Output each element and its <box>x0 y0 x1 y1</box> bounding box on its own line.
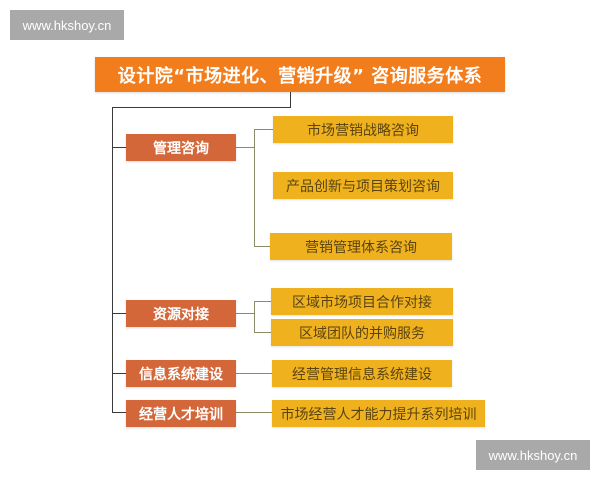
connector-title-down <box>290 92 291 108</box>
branch-cat-0-stub <box>236 147 254 148</box>
branch-cat-2 <box>236 373 272 374</box>
item-management-info-system: 经营管理信息系统建设 <box>272 360 452 387</box>
connector-to-cat-2 <box>112 373 126 374</box>
connector-to-cat-3 <box>112 412 126 413</box>
category-talent-training: 经营人才培训 <box>126 400 236 427</box>
connector-title-horizontal <box>112 107 291 108</box>
category-resource-matching: 资源对接 <box>126 300 236 327</box>
item-product-innovation-consulting: 产品创新与项目策划咨询 <box>273 172 453 199</box>
watermark-top: www.hkshoy.cn <box>10 10 124 40</box>
branch-cat-0-item-0 <box>254 129 273 130</box>
item-marketing-management-consulting: 营销管理体系咨询 <box>270 233 452 260</box>
connector-trunk-vertical <box>112 107 113 413</box>
watermark-bottom: www.hkshoy.cn <box>476 440 590 470</box>
branch-cat-0-item-2 <box>254 246 270 247</box>
connector-to-cat-1 <box>112 313 126 314</box>
branch-cat-1-item-1 <box>254 332 271 333</box>
branch-cat-1-item-0 <box>254 301 271 302</box>
branch-cat-0-vertical <box>254 129 255 247</box>
item-regional-project-cooperation: 区域市场项目合作对接 <box>271 288 453 315</box>
diagram-title: 设计院“市场进化、营销升级” 咨询服务体系 <box>95 57 505 92</box>
branch-cat-1-vertical <box>254 301 255 333</box>
category-information-system: 信息系统建设 <box>126 360 236 387</box>
branch-cat-3 <box>236 412 272 413</box>
item-marketing-strategy-consulting: 市场营销战略咨询 <box>273 116 453 143</box>
item-regional-team-acquisition: 区域团队的并购服务 <box>271 319 453 346</box>
connector-to-cat-0 <box>112 147 126 148</box>
category-management-consulting: 管理咨询 <box>126 134 236 161</box>
item-talent-capability-training: 市场经营人才能力提升系列培训 <box>272 400 485 427</box>
branch-cat-1-stub <box>236 313 254 314</box>
